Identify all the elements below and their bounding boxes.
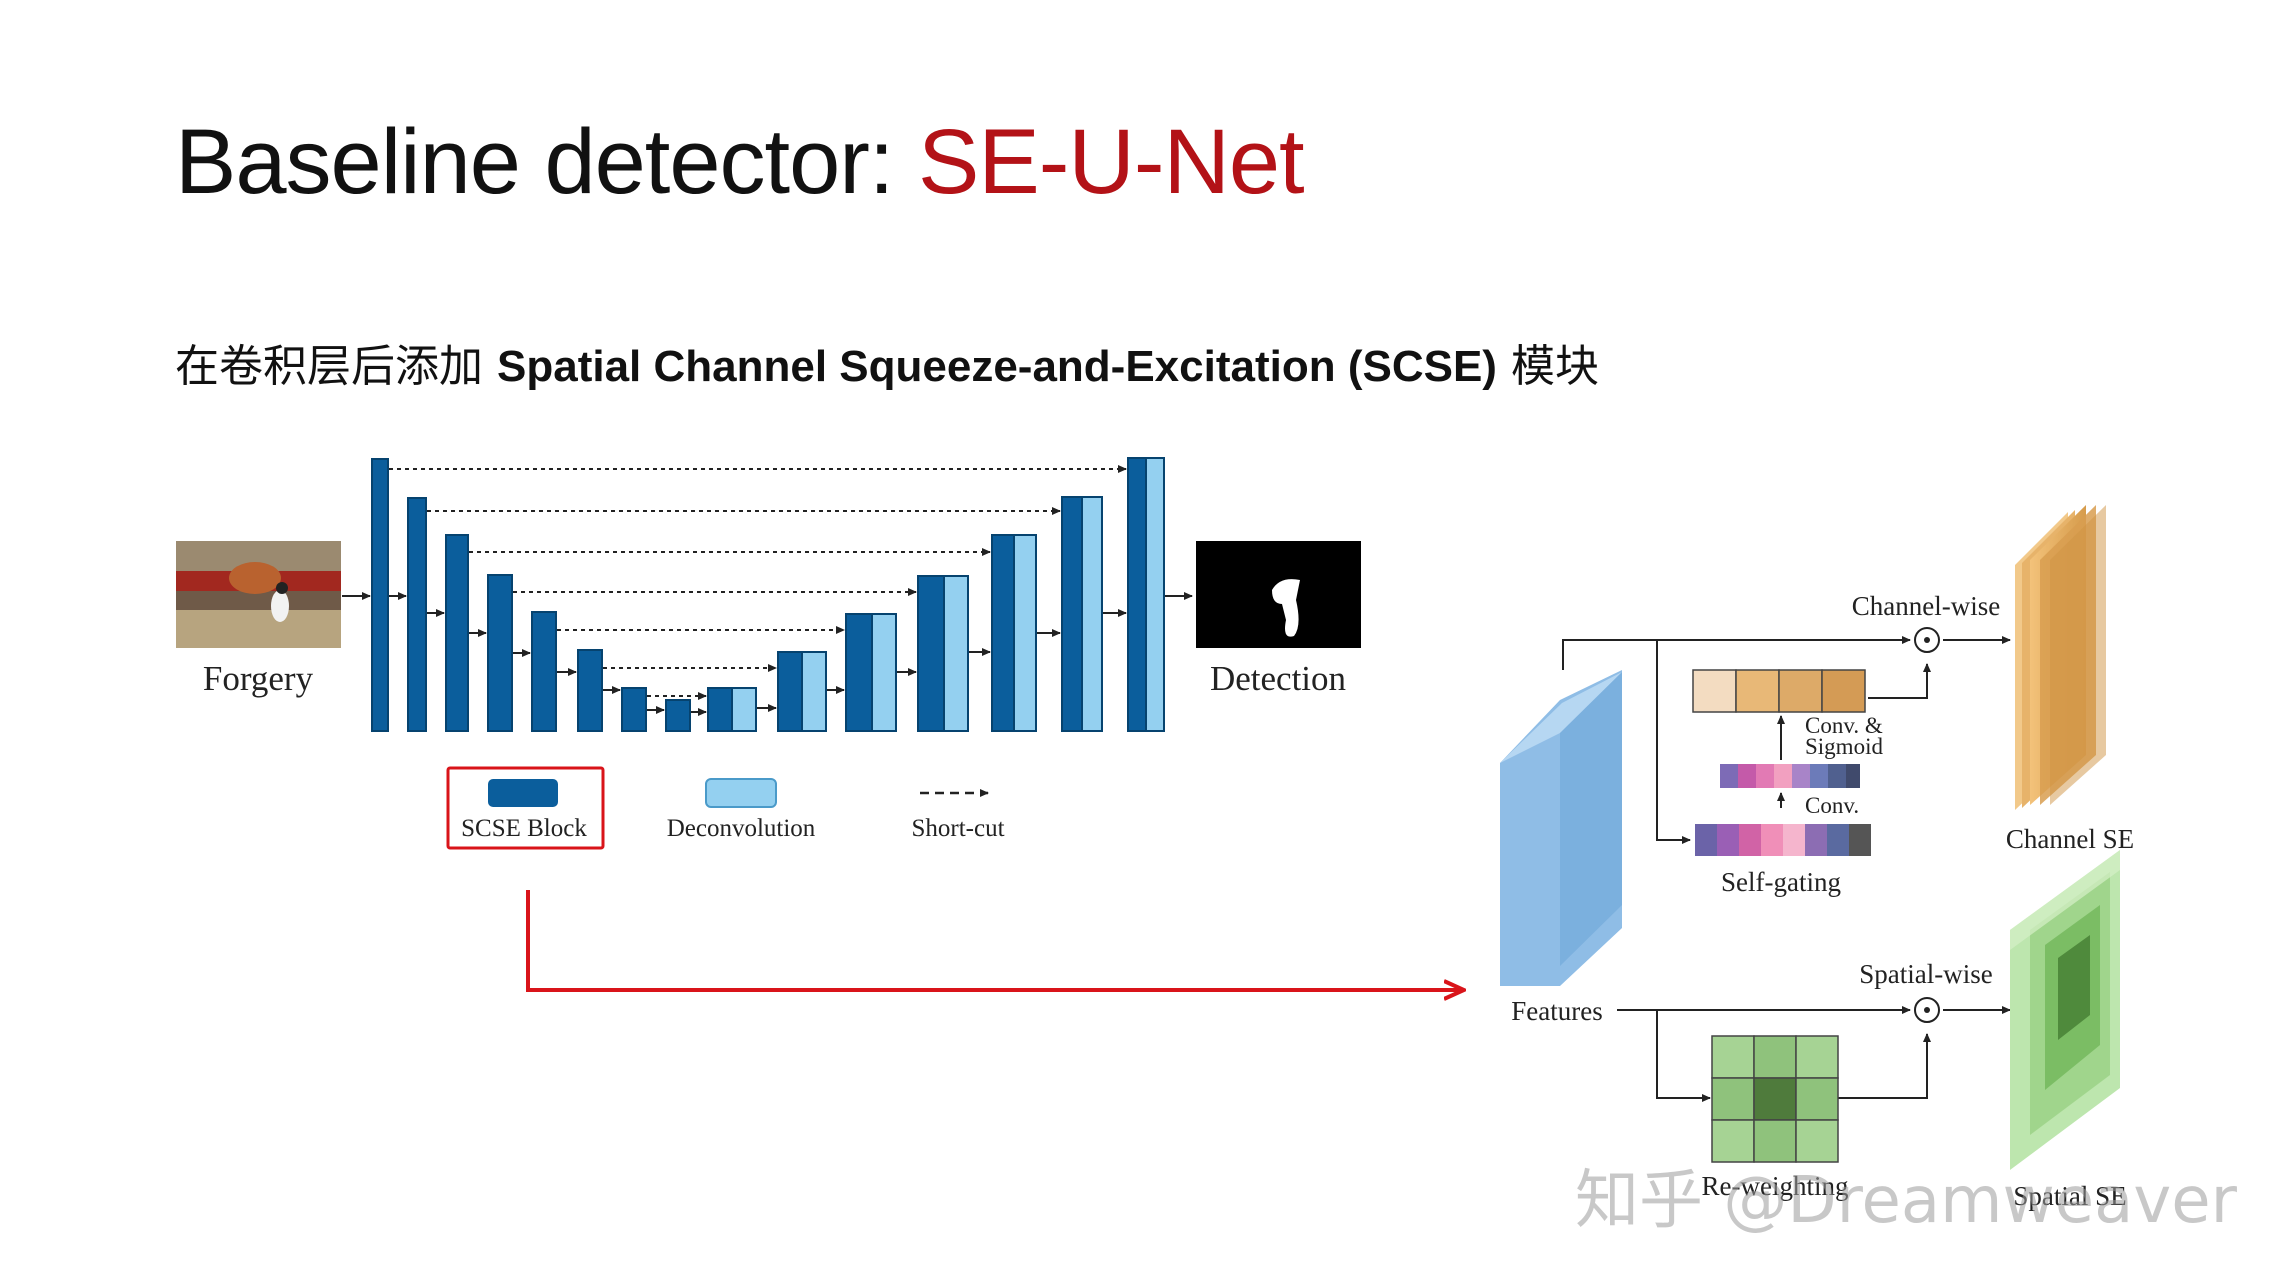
unet-legend: SCSE Block Deconvolution Short-cut <box>446 766 1005 850</box>
channel-wise-label: Channel-wise <box>1852 591 2000 621</box>
features-label: Features <box>1511 996 1602 1026</box>
slide-title: Baseline detector: SE-U-Net <box>175 110 1305 215</box>
conv-sigmoid-label-1: Conv. & <box>1805 713 1883 738</box>
channel-se-slab <box>2015 505 2106 810</box>
subtitle-tail: 模块 <box>1496 341 1599 392</box>
scse-legend-highlight <box>446 766 605 850</box>
spatial-wise-label: Spatial-wise <box>1859 959 1992 989</box>
channel-se-label: Channel SE <box>2006 824 2134 854</box>
watermark-text: 知乎 @Dreamweaver <box>1575 1164 2238 1238</box>
encoder-block-3 <box>445 534 469 732</box>
subtitle-bold: Spatial Channel Squeeze-and-Excitation (… <box>497 342 1497 391</box>
slide-subtitle: 在卷积层后添加 Spatial Channel Squeeze-and-Exci… <box>175 330 1599 394</box>
scse-module-diagram: Features Channel-wise Conv. & Sigmoid <box>1500 505 2134 1211</box>
encoder-block-7 <box>621 687 647 732</box>
subtitle-cn: 在卷积层后添加 <box>175 341 497 392</box>
unet-diagram: Forgery <box>176 457 1361 850</box>
decoder-blocks <box>707 457 1165 732</box>
encoder-block-4 <box>487 574 513 732</box>
spatial-se-slab <box>2010 850 2120 1170</box>
encoder-blocks <box>371 458 691 732</box>
legend-deconvolution: Deconvolution <box>667 815 816 842</box>
title-main: Baseline detector: <box>175 111 919 213</box>
reweighting-label: Re-weighting <box>1702 1171 1849 1201</box>
features-slab <box>1500 670 1622 986</box>
encoder-block-6 <box>577 649 603 732</box>
zoom-connector-arrow <box>526 890 1462 990</box>
shortcut-lines <box>389 465 1127 700</box>
encoder-block-1 <box>371 458 389 732</box>
detection-label: Detection <box>1210 659 1346 698</box>
conv-sigmoid-label-2: Sigmoid <box>1805 734 1883 759</box>
channel-weight-vector <box>1692 669 1866 713</box>
conv-label: Conv. <box>1805 793 1859 818</box>
legend-scse-block: SCSE Block <box>461 815 587 842</box>
forgery-image <box>176 541 341 648</box>
bottleneck-block <box>665 699 691 732</box>
spatial-se-label: Spatial SE <box>2013 1181 2126 1211</box>
self-gating-label: Self-gating <box>1721 867 1841 897</box>
deconv-legend-swatch <box>705 778 777 808</box>
title-accent: SE-U-Net <box>918 111 1305 213</box>
detection-image <box>1196 541 1361 648</box>
forgery-label: Forgery <box>203 659 314 698</box>
encoder-block-2 <box>407 497 427 732</box>
legend-shortcut: Short-cut <box>911 815 1004 842</box>
scse-legend-swatch <box>488 779 558 807</box>
encoder-block-5 <box>531 611 557 732</box>
reweighting-grid <box>1711 1035 1839 1163</box>
gating-strip-small <box>1720 764 1860 788</box>
gating-strip-large <box>1695 824 1871 856</box>
